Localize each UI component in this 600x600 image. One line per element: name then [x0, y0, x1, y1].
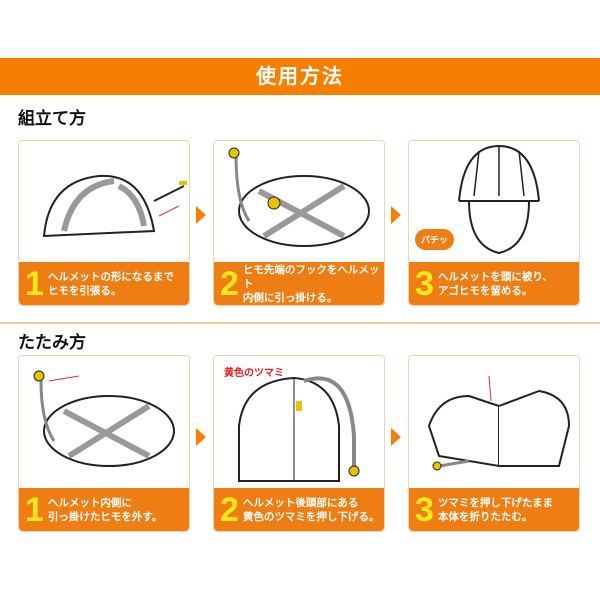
arrow-right-icon — [196, 206, 206, 224]
assembly-heading: 組立て方 — [18, 109, 86, 129]
step-text: ツマミを押し下げたまま 本体を折りたたむ。 — [437, 496, 554, 523]
helmet-hook-illustration — [228, 147, 370, 247]
helmet-folding-illustration — [427, 375, 571, 471]
helmet-extend-illustration — [42, 174, 187, 238]
snap-callout: パチッ — [415, 229, 455, 250]
step-text: ヘルメット内側に 引っ掛けたヒモを外す。 — [47, 496, 163, 523]
arrow-right-icon — [391, 428, 401, 446]
page-title: 使用方法 — [0, 58, 600, 95]
step-text: ヘルメットを頭に被り、 アゴヒモを留める。 — [437, 270, 554, 297]
helmet-wear-illustration — [458, 144, 540, 255]
yellow-knob-label: 黄色のツマミ — [224, 368, 284, 379]
step-number: 1 — [25, 490, 44, 529]
arrow-right-icon — [196, 428, 206, 446]
step-text: ヘルメット後頭部にある 黄色のツマミを押し下げる。 — [242, 496, 380, 523]
folding-heading: たたみ方 — [18, 333, 86, 353]
step-text: ヒモ先端のフックをヘルメット 内側に引っ掛ける。 — [242, 263, 380, 304]
step-number: 3 — [415, 490, 434, 529]
helmet-unhook-illustration — [33, 370, 175, 467]
arrow-right-icon — [391, 206, 401, 224]
step-number: 2 — [220, 264, 239, 303]
section-divider — [0, 322, 600, 324]
step-number: 3 — [415, 264, 434, 303]
step-number: 1 — [25, 264, 44, 303]
step-number: 2 — [220, 490, 239, 529]
step-text: ヘルメットの形になるまで ヒモを引張る。 — [47, 270, 174, 297]
helmet-back-knob-illustration — [238, 376, 360, 482]
